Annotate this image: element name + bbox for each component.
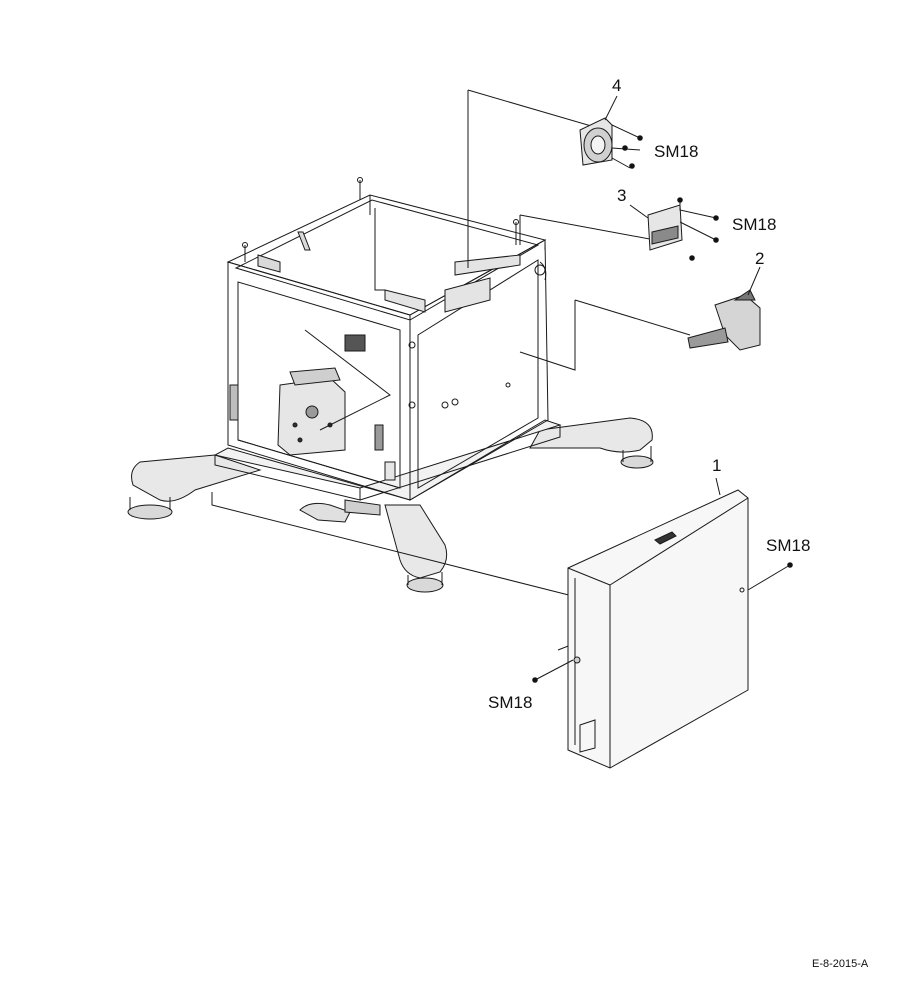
screw-label-part-4: SM18 (654, 142, 699, 161)
screw-label-cover-right: SM18 (766, 536, 811, 555)
screw-label-cover-left: SM18 (488, 693, 533, 712)
drive-unit (277, 367, 346, 456)
part-1-cover (532, 477, 793, 769)
figure-code: E-8-2015-A (812, 958, 869, 970)
stand-base (127, 417, 654, 593)
part-2 (687, 266, 761, 351)
cabinet-frame (226, 177, 549, 501)
part-3 (629, 197, 719, 261)
callout-part-1: 1 (712, 456, 722, 475)
callout-part-2: 2 (755, 249, 765, 268)
screw-label-part-3: SM18 (732, 215, 777, 234)
part-4 (579, 95, 643, 169)
callout-part-4: 4 (612, 76, 622, 95)
callout-part-3: 3 (617, 186, 627, 205)
